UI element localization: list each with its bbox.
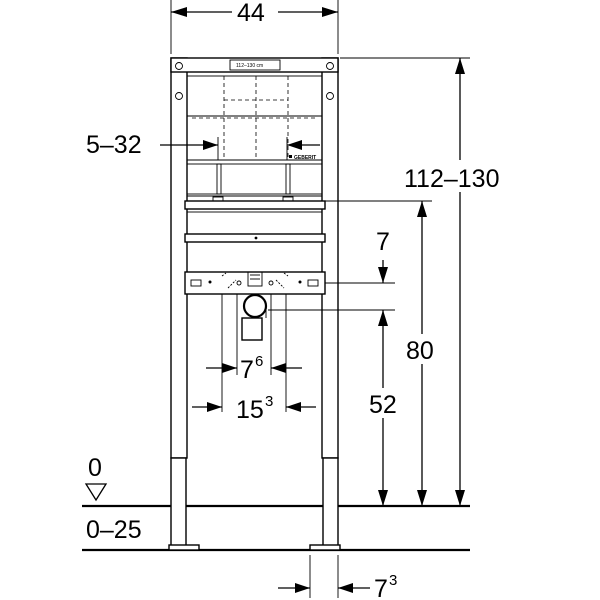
arrow-icon: [378, 490, 388, 506]
label-spacing-7-main: 7: [240, 356, 254, 384]
top-plate: [229, 59, 281, 71]
arrow-icon: [378, 267, 388, 283]
arrow-icon: [171, 7, 187, 17]
crossbar-panel: [186, 211, 323, 235]
top-plate-text: 112–130 cm: [236, 63, 263, 69]
left-upright: [170, 57, 188, 459]
arrow-icon: [203, 140, 218, 150]
label-height-80: 80: [406, 337, 434, 365]
arrow-icon: [222, 363, 237, 373]
label-foot-main: 7: [374, 575, 388, 600]
label-height-52: 52: [369, 391, 397, 419]
arrow-icon: [286, 402, 301, 412]
left-foot-plate: [168, 544, 200, 551]
right-foot-plate: [309, 544, 341, 551]
arrow-icon: [378, 310, 388, 326]
label-spacing-15-sup: 3: [265, 393, 273, 410]
arrow-icon: [207, 402, 222, 412]
label-width-top: 44: [237, 0, 265, 27]
middle-panel: [186, 115, 323, 161]
brand-text: GEBERIT: [294, 155, 316, 161]
crossbar-upper: [184, 200, 326, 210]
drain-connection-icon: [242, 293, 268, 319]
label-foot-sup: 3: [389, 572, 397, 589]
arrow-icon: [295, 583, 310, 593]
arrow-icon: [322, 7, 338, 17]
bolt-hole-icon: [326, 92, 334, 100]
brand-logo-icon: [289, 155, 292, 158]
label-spacing-15-main: 15: [236, 396, 264, 424]
label-floor-zero: 0: [88, 454, 102, 482]
arrow-icon: [338, 583, 353, 593]
floor-level-triangle-icon: [84, 483, 108, 502]
bracket-panel: [186, 163, 323, 195]
right-foot-leg: [322, 457, 339, 549]
bolt-hole-icon: [326, 62, 334, 70]
label-spacing-7-sup: 6: [255, 353, 263, 370]
left-foot-leg: [170, 457, 187, 549]
label-total-height: 112–130: [404, 165, 499, 193]
arrow-icon: [455, 58, 465, 74]
top-rail: [170, 57, 339, 73]
right-upright: [321, 57, 339, 459]
bolt-hole-icon: [175, 62, 183, 70]
upper-panel: [186, 75, 323, 117]
arrow-icon: [287, 140, 302, 150]
bolt-hole-icon: [175, 92, 183, 100]
label-floor-range: 0–25: [86, 516, 142, 544]
arrow-icon: [271, 363, 286, 373]
connection-pattern: [221, 271, 289, 289]
label-gap-7: 7: [376, 228, 390, 256]
arrow-icon: [417, 490, 427, 506]
label-depth-range: 5–32: [86, 131, 142, 159]
drain-pipe: [241, 317, 263, 341]
arrow-icon: [455, 490, 465, 506]
arrow-icon: [417, 201, 427, 217]
